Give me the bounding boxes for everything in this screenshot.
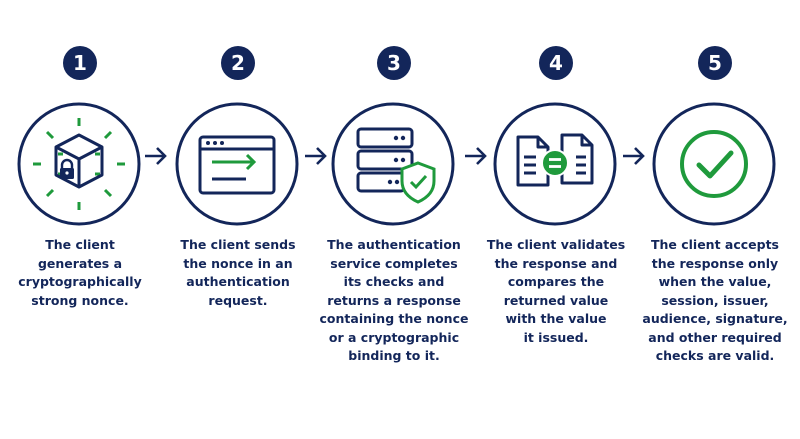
arrow-right-icon bbox=[303, 144, 329, 168]
step-number-badge: 4 bbox=[539, 46, 573, 80]
server-shield-icon bbox=[328, 99, 458, 229]
step-caption: The client accepts the response only whe… bbox=[642, 237, 788, 363]
step-caption: The client sends the nonce in an authent… bbox=[180, 237, 296, 308]
cube-lock-icon bbox=[14, 99, 144, 229]
step-number-badge: 1 bbox=[63, 46, 97, 80]
arrow-right-icon bbox=[621, 144, 647, 168]
browser-send-icon bbox=[172, 99, 302, 229]
checkmark-icon bbox=[649, 99, 779, 229]
documents-compare-icon bbox=[490, 99, 620, 229]
step-caption: The client validates the response and co… bbox=[486, 237, 626, 345]
step-caption: The client generates a cryptographically… bbox=[18, 237, 142, 308]
step-number-badge: 3 bbox=[377, 46, 411, 80]
arrow-right-icon bbox=[463, 144, 489, 168]
step-number-badge: 5 bbox=[698, 46, 732, 80]
arrow-right-icon bbox=[143, 144, 169, 168]
step-caption: The authentication service completes its… bbox=[319, 237, 469, 363]
step-number-badge: 2 bbox=[221, 46, 255, 80]
